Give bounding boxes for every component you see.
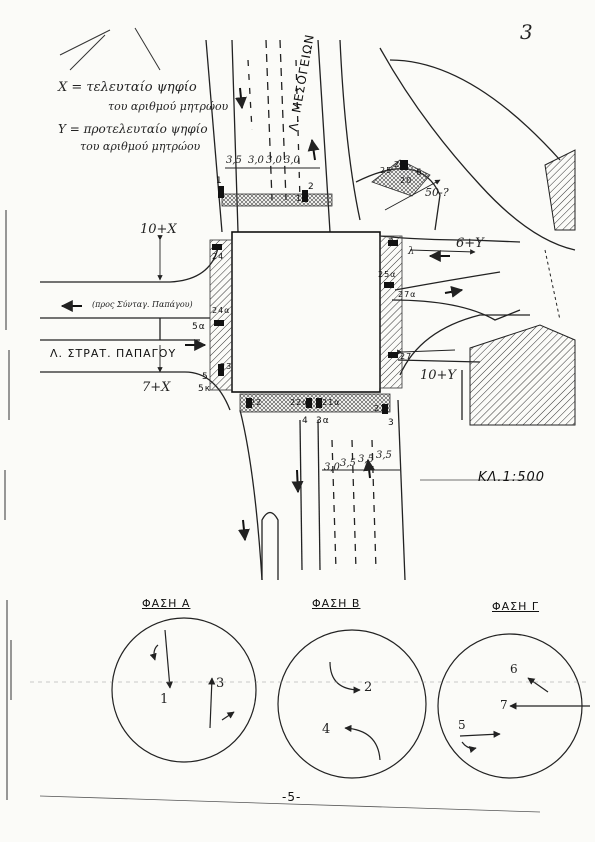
- signal-26: 26: [394, 160, 407, 169]
- signal-23: 23: [220, 362, 233, 371]
- phase-c-title: ΦΑΣΗ Γ: [492, 600, 540, 613]
- signal-1: 1: [216, 176, 223, 186]
- signal-25: 25: [380, 166, 393, 175]
- phase-a-title: ΦΑΣΗ Α: [142, 597, 191, 610]
- dim-north-lane-1: 3,5: [226, 155, 242, 166]
- phase-b-label-2: 2: [364, 680, 373, 695]
- signal-24a: 24α: [212, 306, 231, 315]
- dim-ten-plus-x: 10+X: [140, 222, 177, 237]
- signal-21a: 21α: [322, 398, 341, 407]
- street-label-papagou: Λ. ΣΤΡΑΤ. ΠΑΠΑΓΟΥ: [50, 347, 177, 360]
- signal-7: 7: [388, 238, 395, 248]
- phase-c-label-5: 5: [458, 718, 466, 732]
- phase-b-title: ΦΑΣΗ Β: [312, 597, 361, 610]
- dim-south-lane-4: 3,5: [376, 450, 392, 461]
- phase-b-label-4: 4: [322, 722, 331, 737]
- signal-6: 6: [416, 168, 423, 178]
- legend-y-line1: Y = προτελευταίο ψηφίο: [58, 122, 208, 136]
- legend-x-line1: X = τελευταίο ψηφίο: [58, 80, 197, 95]
- legend-y-line2: του αριθμού μητρώου: [80, 140, 201, 153]
- phase-c-label-6: 6: [510, 662, 518, 676]
- mesogeion-south-arm: [239, 399, 406, 581]
- junction-area: [231, 231, 381, 393]
- phase-diagrams: [111, 617, 590, 779]
- signal-27a: 27α: [398, 290, 417, 299]
- dim-north-lane-4: 3,0: [284, 155, 300, 166]
- dim-north-lane-2: 3,0: [248, 155, 264, 166]
- dim-seven-plus-x: 7+X: [142, 380, 171, 395]
- signal-3a: 3α: [316, 416, 330, 426]
- dim-fifty: 50-?: [425, 186, 449, 199]
- phase-a-label-3: 3: [216, 676, 225, 691]
- signal-3: 3: [388, 418, 395, 428]
- signal-5k: 5κ: [198, 384, 212, 394]
- dim-south-lane-2: 3,5: [340, 458, 356, 469]
- dim-ten-plus-y: 10+Y: [420, 368, 457, 383]
- dim-lambda: λ: [408, 246, 415, 257]
- signal-4: 4: [302, 416, 309, 426]
- signal-22: 22: [250, 398, 263, 407]
- corner-page-number: 3: [520, 20, 533, 44]
- signal-20: 20: [400, 176, 413, 185]
- signal-27: 27: [400, 352, 413, 361]
- signal-21: 21: [374, 404, 387, 413]
- east-arm: [355, 47, 576, 420]
- phase-a-label-1: 1: [160, 692, 169, 707]
- street-direction-note: (προς Σύνταγ. Παπάγου): [92, 300, 193, 309]
- signal-1a: 1α: [296, 194, 309, 203]
- signal-22a: 22α: [290, 398, 309, 407]
- signal-2: 2: [308, 182, 315, 192]
- legend-x-line2: του αριθμού μητρώου: [108, 100, 229, 113]
- signal-24: 24: [212, 252, 225, 261]
- signal-25a: 25α: [378, 270, 397, 279]
- signal-5a: 5α: [192, 322, 206, 332]
- dim-south-lane-1: 3,0: [324, 462, 340, 473]
- scale-label: ΚΛ.1:500: [478, 470, 546, 485]
- building-hatch: [469, 149, 576, 426]
- page-footer: -5-: [282, 790, 302, 804]
- dim-south-lane-3: 3,5: [358, 454, 374, 465]
- dim-six-plus-y: 6+Y: [456, 236, 484, 251]
- signal-5: 5: [202, 372, 209, 382]
- phase-c-label-7: 7: [500, 698, 508, 712]
- binding-marks: [4, 210, 12, 800]
- dim-north-lane-3: 3,0: [266, 155, 282, 166]
